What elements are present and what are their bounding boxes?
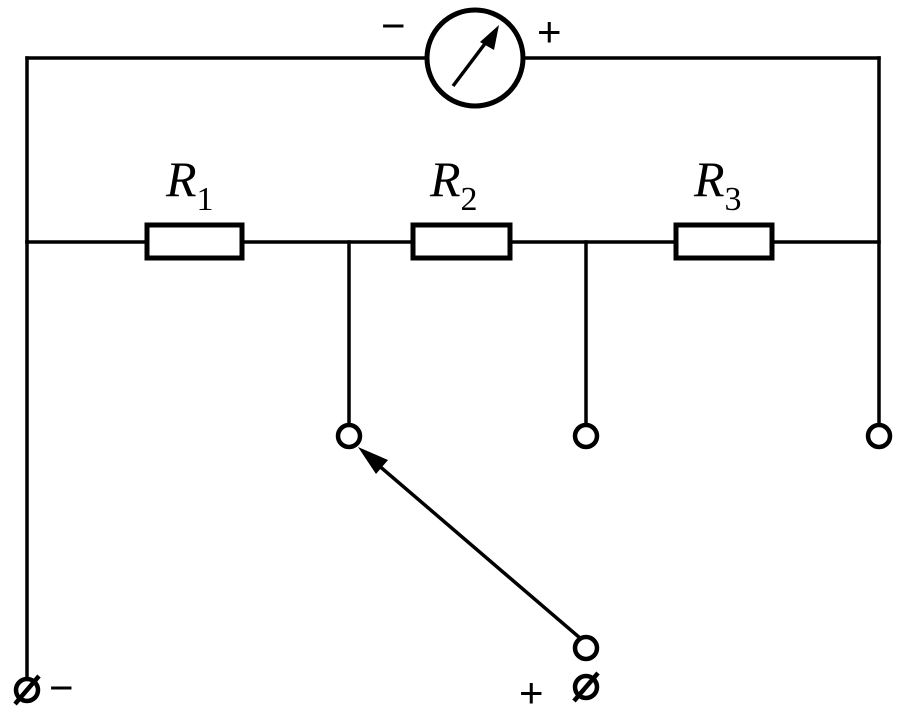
resistor-r3-label: R3 (693, 151, 742, 218)
resistor-r2-label: R2 (429, 151, 478, 218)
switch-contact-1[interactable] (335, 422, 363, 450)
resistor-r1 (144, 222, 245, 261)
galvanometer-icon (424, 7, 526, 109)
resistor-r3 (673, 222, 775, 261)
resistor-r1-label: R1 (165, 151, 214, 218)
negative-terminal-sign: − (49, 664, 74, 711)
meter-minus-sign: − (381, 2, 406, 49)
negative-terminal[interactable] (13, 674, 41, 706)
positive-terminal-sign: + (519, 669, 544, 716)
switch-pivot[interactable] (572, 634, 600, 662)
switch-contact-2[interactable] (572, 422, 600, 450)
positive-terminal[interactable] (572, 671, 600, 703)
meter-plus-sign: + (537, 8, 562, 55)
resistor-r2 (410, 222, 513, 261)
switch-contact-3[interactable] (865, 422, 893, 450)
rotary-switch-arrow-icon[interactable] (358, 447, 582, 640)
